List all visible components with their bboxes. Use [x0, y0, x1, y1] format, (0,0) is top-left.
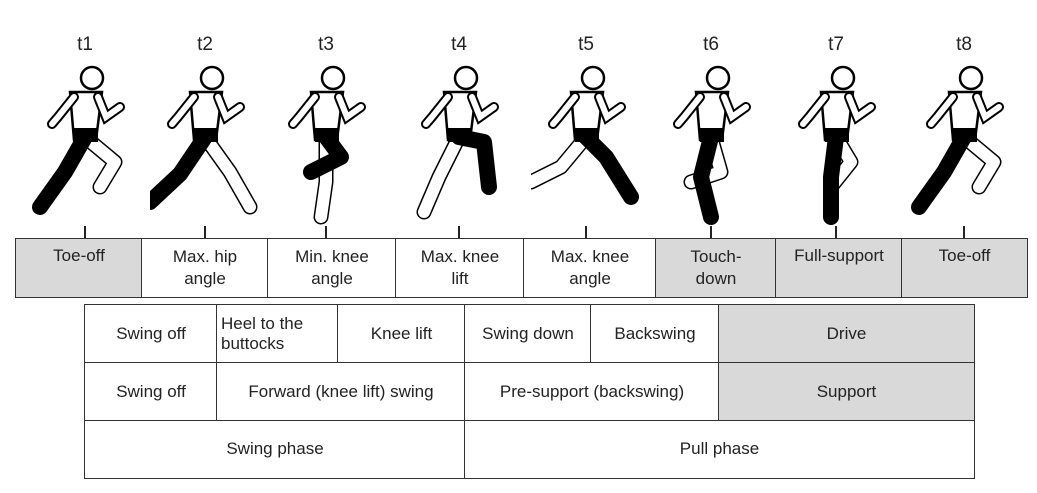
runner-figure-icon — [271, 62, 381, 227]
event-cell-t5: Max. knee angle — [523, 238, 657, 298]
phase-label: Pull phase — [679, 439, 760, 459]
phase-pre-support: Pre-support (backswing) — [464, 362, 720, 422]
runner-figure-icon — [523, 62, 641, 227]
event-label: Max. knee lift — [420, 246, 500, 288]
time-tick — [963, 226, 965, 238]
phase-label: Swing off — [116, 323, 186, 343]
phase-pull-phase: Pull phase — [464, 420, 975, 479]
event-cell-t4: Max. knee lift — [395, 238, 525, 298]
phase-label: Pre-support (backswing) — [499, 381, 685, 401]
event-label: Toe-off — [53, 246, 105, 265]
time-tick — [585, 226, 587, 238]
time-label: t6 — [703, 34, 719, 55]
time-label: t5 — [578, 34, 594, 55]
runner-figure-icon — [30, 62, 140, 227]
time-label: t2 — [197, 34, 213, 55]
phase-forward-swing: Forward (knee lift) swing — [216, 362, 466, 422]
event-label: Full-support — [794, 246, 884, 265]
event-cell-t7: Full-support — [775, 238, 903, 298]
phase-support: Support — [718, 362, 975, 422]
event-label: Min. knee angle — [295, 246, 369, 288]
time-label: t4 — [451, 34, 467, 55]
phase-knee-lift: Knee lift — [337, 304, 466, 364]
runner-figure-icon — [142, 62, 260, 227]
phase-label: Backswing — [614, 323, 696, 343]
time-label: t8 — [956, 34, 972, 55]
phase-label: Swing down — [482, 323, 574, 343]
phase-swing-phase: Swing phase — [84, 420, 466, 479]
event-cell-t3: Min. knee angle — [267, 238, 397, 298]
event-label: Max. hip angle — [172, 246, 238, 288]
phase-label: Swing phase — [226, 439, 324, 459]
phase-label: Support — [816, 381, 877, 401]
phase-label: Drive — [826, 323, 867, 343]
time-tick — [204, 226, 206, 238]
time-label: t1 — [77, 34, 93, 55]
time-label: t7 — [828, 34, 844, 55]
time-tick — [84, 226, 86, 238]
runner-figure-icon — [404, 62, 514, 227]
event-cell-t6: Touch-down — [655, 238, 777, 298]
event-label: Touch-down — [690, 246, 742, 288]
event-label: Toe-off — [938, 246, 991, 265]
time-tick — [458, 226, 460, 238]
event-label: Max. knee angle — [550, 246, 630, 288]
runner-figure-icon — [656, 62, 766, 227]
event-cell-t2: Max. hip angle — [141, 238, 269, 298]
phase-label: Knee lift — [370, 323, 433, 343]
time-tick — [835, 226, 837, 238]
phase-backswing: Backswing — [590, 304, 720, 364]
phase-label: Forward (knee lift) swing — [248, 381, 434, 401]
phase-label: Heel to the buttocks — [221, 314, 304, 353]
phase-label: Swing off — [116, 381, 186, 401]
phase-heel-to-buttocks: Heel to the buttocks — [216, 304, 339, 364]
time-tick — [325, 226, 327, 238]
phase-swing-off: Swing off — [84, 304, 218, 364]
phase-swing-down: Swing down — [464, 304, 592, 364]
runner-figure-icon — [909, 62, 1019, 227]
event-cell-t8: Toe-off — [901, 238, 1028, 298]
phase-drive: Drive — [718, 304, 975, 364]
event-cell-t1: Toe-off — [15, 238, 143, 298]
phase-swing-off-2: Swing off — [84, 362, 218, 422]
time-tick — [710, 226, 712, 238]
runner-figure-icon — [781, 62, 891, 227]
time-label: t3 — [318, 34, 334, 55]
